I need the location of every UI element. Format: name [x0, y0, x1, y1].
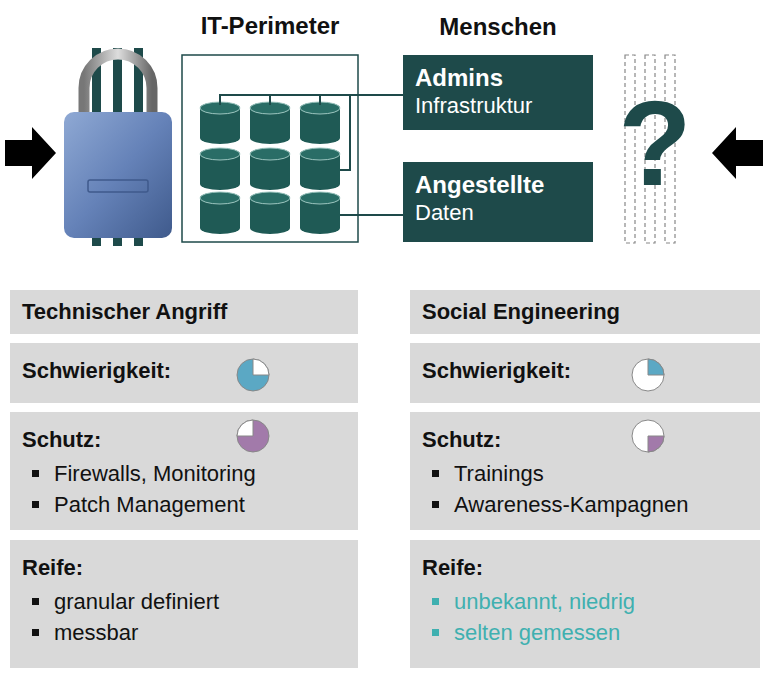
- box-heading: Schutz:: [22, 420, 346, 454]
- difficulty-pie: [630, 357, 666, 393]
- info-box: Schwierigkeit:: [410, 343, 760, 403]
- bullet-mark: [32, 470, 39, 477]
- group-heading: Menschen: [403, 12, 593, 42]
- difficulty-pie: [235, 357, 271, 393]
- box-heading: IT-Perimeter: [172, 11, 368, 41]
- box-heading: Schwierigkeit:: [422, 351, 748, 385]
- connector: [358, 94, 403, 96]
- info-box: Reife: granular definiertmessbar: [10, 540, 358, 668]
- people-box: AngestellteDaten: [403, 162, 593, 242]
- protection-pie: [630, 418, 666, 454]
- bullet-item: Firewalls, Monitoring: [22, 458, 346, 489]
- database-cylinders: [200, 102, 340, 234]
- box-heading: Reife:: [22, 548, 346, 582]
- bullet-mark: [32, 598, 39, 605]
- info-box: Technischer Angriff: [10, 290, 358, 334]
- bullet-mark: [432, 470, 439, 477]
- box-heading: Technischer Angriff: [22, 298, 346, 326]
- box-heading: Schwierigkeit:: [22, 351, 346, 385]
- perimeter-box: IT-Perimeter: [182, 55, 358, 242]
- bullet-mark: [432, 598, 439, 605]
- bullet-mark: [32, 629, 39, 636]
- perimeter-frame: [182, 55, 358, 242]
- bullet-item: messbar: [22, 617, 346, 648]
- people-box: AdminsInfrastruktur: [403, 55, 593, 130]
- left-arrow: [5, 127, 56, 179]
- padlock-shackle: [84, 54, 152, 118]
- box-heading: Reife:: [422, 548, 748, 582]
- info-box: Social Engineering: [410, 290, 760, 334]
- bullet-item: granular definiert: [22, 586, 346, 617]
- bullet-item: Awareness-Kampagnen: [422, 489, 748, 520]
- bullet-mark: [432, 501, 439, 508]
- right-arrow: [712, 127, 763, 179]
- bullet-item: Patch Management: [22, 489, 346, 520]
- info-box: Schutz: TrainingsAwareness-Kampagnen: [410, 412, 760, 530]
- bullet-mark: [432, 629, 439, 636]
- bullet-item: Trainings: [422, 458, 748, 489]
- box-subtitle: Daten: [415, 199, 581, 227]
- box-title: Angestellte: [415, 170, 581, 199]
- connector: [358, 214, 403, 216]
- bullet-mark: [32, 501, 39, 508]
- padlock-body: [64, 112, 172, 238]
- box-heading: Social Engineering: [422, 298, 748, 326]
- info-box: Reife: unbekannt, niedrigselten gemessen: [410, 540, 760, 668]
- box-title: Admins: [415, 63, 581, 92]
- info-box: Schwierigkeit:: [10, 343, 358, 403]
- question-mark: ?: [606, 78, 704, 208]
- protection-pie: [235, 418, 271, 454]
- wires: [220, 95, 358, 215]
- box-subtitle: Infrastruktur: [415, 92, 581, 120]
- bullet-item: unbekannt, niedrig: [422, 586, 748, 617]
- box-heading: Schutz:: [422, 420, 748, 454]
- bullet-item: selten gemessen: [422, 617, 748, 648]
- info-box: Schutz: Firewalls, MonitoringPatch Manage…: [10, 412, 358, 530]
